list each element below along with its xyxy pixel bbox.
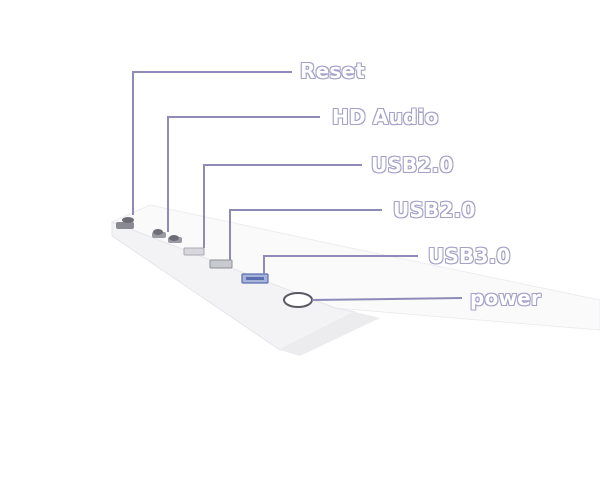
callout-line-usb20-b xyxy=(229,209,382,260)
usb20-port-a xyxy=(183,247,205,256)
label-power: power xyxy=(470,286,541,310)
callout-line-power xyxy=(311,297,463,301)
usb30-port xyxy=(241,273,269,284)
hd-audio-port xyxy=(152,229,182,243)
reset-button-port xyxy=(116,217,134,229)
label-hd-audio: HD Audio xyxy=(332,105,439,129)
label-reset: Reset xyxy=(300,59,365,83)
callout-line-usb30 xyxy=(263,255,418,274)
label-usb20-b: USB2.0 xyxy=(393,198,476,222)
callout-line-reset xyxy=(132,71,292,215)
device-shadow xyxy=(280,312,380,356)
callout-line-usb20-a xyxy=(203,164,362,248)
usb20-port-b xyxy=(209,259,233,269)
callout-line-hd-audio xyxy=(167,116,320,232)
label-usb30: USB3.0 xyxy=(428,244,511,268)
label-usb20-a: USB2.0 xyxy=(371,153,454,177)
power-button xyxy=(283,292,313,308)
